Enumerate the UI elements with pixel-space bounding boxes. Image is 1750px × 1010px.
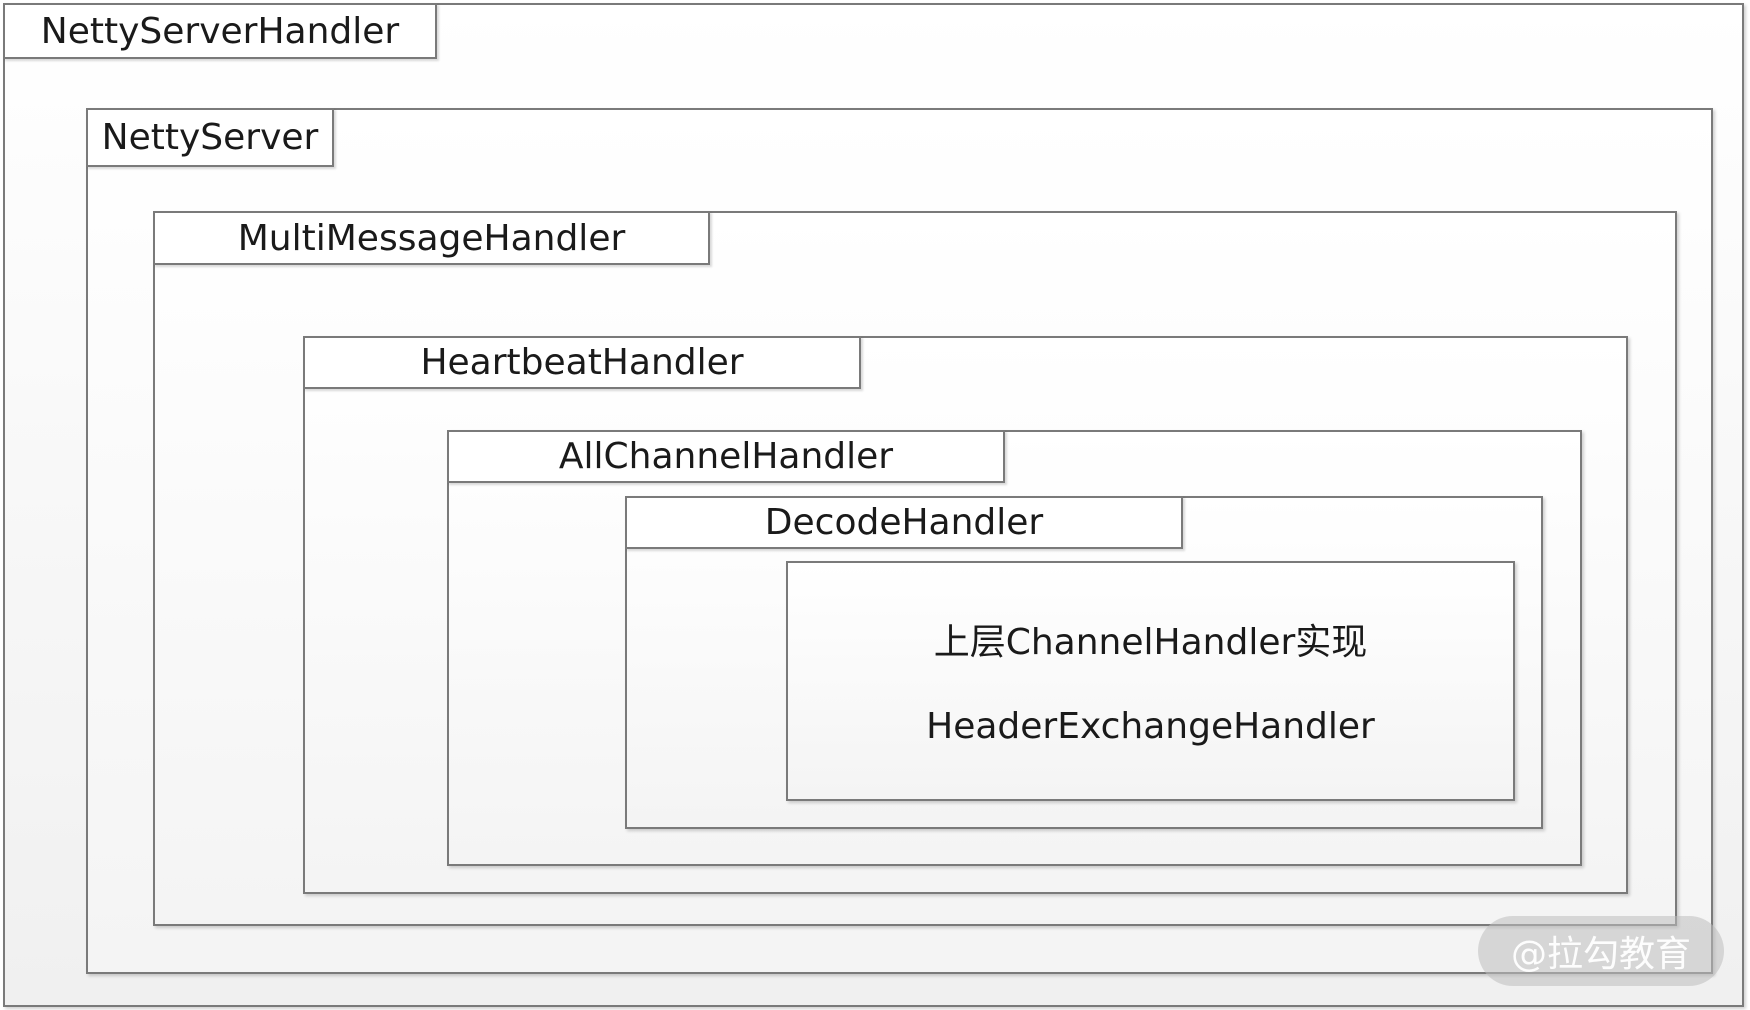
upper-channel-handler-text: 上层ChannelHandler实现 [933, 622, 1368, 663]
watermark: @拉勾教育 [1478, 916, 1724, 986]
netty-server-label: NettyServer [86, 108, 334, 167]
header-exchange-handler-text: HeaderExchangeHandler [926, 706, 1375, 747]
header-exchange-handler-box: 上层ChannelHandler实现 HeaderExchangeHandler [786, 561, 1515, 801]
decode-handler-label: DecodeHandler [625, 496, 1183, 549]
multi-message-handler-label: MultiMessageHandler [153, 211, 710, 265]
all-channel-handler-label: AllChannelHandler [447, 430, 1005, 483]
heartbeat-handler-label: HeartbeatHandler [303, 336, 861, 389]
netty-server-handler-label: NettyServerHandler [3, 3, 437, 59]
